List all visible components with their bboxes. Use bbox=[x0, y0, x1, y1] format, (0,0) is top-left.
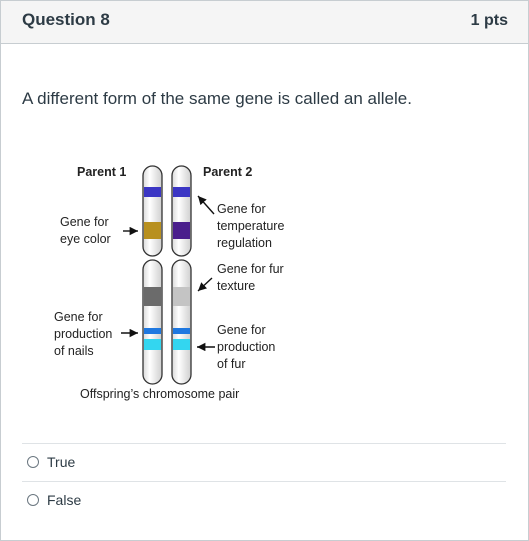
band-left-blue bbox=[144, 187, 161, 197]
fur-texture-label-line2: texture bbox=[217, 279, 255, 293]
band-right-blue bbox=[173, 187, 190, 197]
fur-texture-arrow bbox=[197, 277, 213, 292]
fur-texture-label-line1: Gene for fur bbox=[217, 262, 284, 276]
nails-label-line2: production bbox=[54, 327, 112, 341]
fur-production-label-line3: of fur bbox=[217, 357, 246, 371]
answer-label-false: False bbox=[47, 492, 82, 508]
parent1-label: Parent 1 bbox=[77, 165, 126, 179]
eye-color-label-line2: eye color bbox=[60, 232, 111, 246]
fur-production-label-line2: production bbox=[217, 340, 275, 354]
eye-color-label-line1: Gene for bbox=[60, 215, 109, 229]
question-header: Question 8 1 pts bbox=[1, 1, 528, 44]
band-left-gray bbox=[144, 287, 161, 306]
question-text: A different form of the same gene is cal… bbox=[22, 89, 412, 108]
nails-label-line3: of nails bbox=[54, 344, 94, 358]
band-left-blue-lower bbox=[144, 328, 161, 334]
answer-option-true[interactable]: True bbox=[22, 443, 506, 481]
answer-option-false[interactable]: False bbox=[22, 481, 506, 519]
diagram-caption: Offspring’s chromosome pair bbox=[80, 387, 239, 401]
band-right-cyan bbox=[173, 339, 190, 350]
temperature-label-line2: temperature bbox=[217, 219, 284, 233]
left-chromosome bbox=[142, 165, 163, 385]
nails-label-line1: Gene for bbox=[54, 310, 103, 324]
answer-list: True False bbox=[22, 443, 506, 519]
answer-label-true: True bbox=[47, 454, 76, 470]
true-radio[interactable] bbox=[27, 456, 39, 468]
parent2-label: Parent 2 bbox=[203, 165, 252, 179]
temperature-label-line3: regulation bbox=[217, 236, 272, 250]
band-right-purple bbox=[173, 222, 190, 239]
question-title: Question 8 bbox=[22, 10, 110, 29]
band-left-gold bbox=[144, 222, 161, 239]
band-right-lightgray bbox=[173, 287, 190, 306]
temperature-label-line1: Gene for bbox=[217, 202, 266, 216]
right-chromosome bbox=[171, 165, 192, 385]
chromosome-diagram: Parent 1 Parent 2 Gene for eye color bbox=[54, 165, 284, 401]
temperature-arrow bbox=[197, 195, 215, 215]
band-left-cyan bbox=[144, 339, 161, 350]
band-right-blue-lower bbox=[173, 328, 190, 334]
false-radio[interactable] bbox=[27, 494, 39, 506]
fur-production-label-line1: Gene for bbox=[217, 323, 266, 337]
question-points: 1 pts bbox=[470, 12, 508, 29]
